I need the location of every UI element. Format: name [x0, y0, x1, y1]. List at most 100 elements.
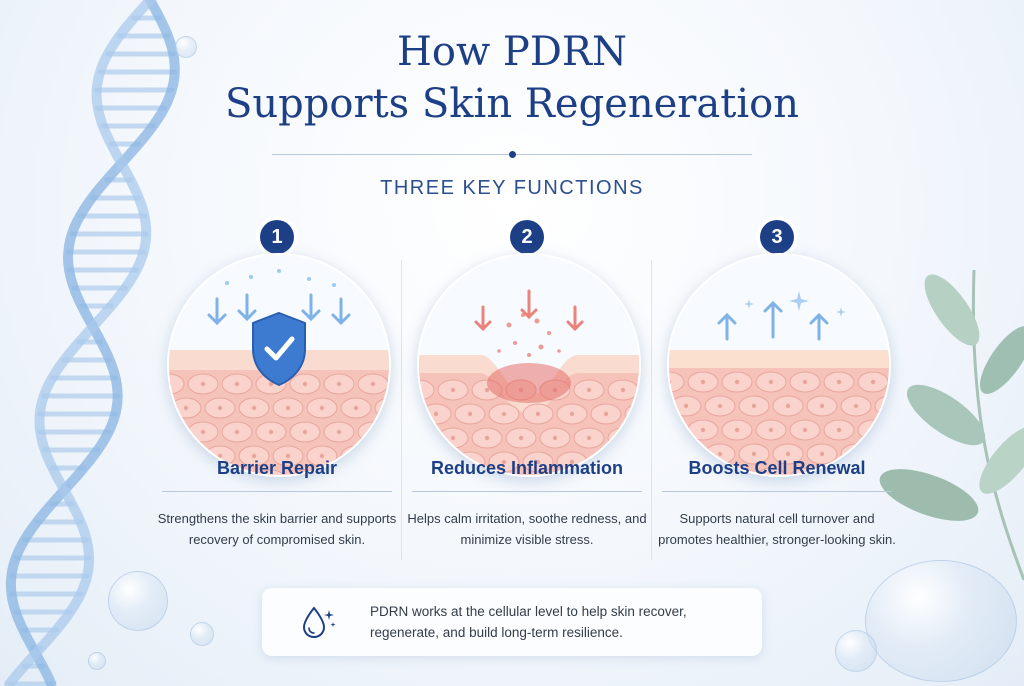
- function-description: Supports natural cell turnover and promo…: [658, 511, 896, 547]
- cell-nucleus: [251, 405, 257, 411]
- cell-nucleus: [853, 403, 859, 409]
- water-bubble: [190, 622, 214, 646]
- skin-cell: [257, 469, 285, 475]
- column-divider: [651, 260, 652, 560]
- cell-nucleus: [819, 451, 825, 457]
- water-bubble: [88, 652, 106, 670]
- cell-nucleus: [620, 435, 626, 441]
- skin-cell: [419, 427, 435, 449]
- cell-nucleus: [450, 387, 456, 393]
- section-subtitle: THREE KEY FUNCTIONS: [380, 177, 644, 199]
- cell-nucleus: [319, 453, 325, 459]
- skin-cell: [169, 421, 185, 443]
- cell-nucleus: [836, 427, 842, 433]
- summary-note-text: PDRN works at the cellular level to help…: [370, 604, 687, 640]
- cell-nucleus: [200, 381, 206, 387]
- cell-nucleus: [302, 381, 308, 387]
- cell-nucleus: [683, 451, 689, 457]
- cell-nucleus: [669, 379, 672, 385]
- cell-nucleus: [620, 387, 626, 393]
- cell-nucleus: [683, 403, 689, 409]
- divider-dot: [509, 151, 516, 158]
- water-bubble: [108, 571, 168, 631]
- cell-nucleus: [268, 429, 274, 435]
- function-title: Reduces Inflammation: [430, 458, 624, 478]
- cell-nucleus: [768, 427, 774, 433]
- cell-renewal-illustration: [667, 253, 891, 477]
- cell-nucleus: [501, 459, 507, 465]
- cell-nucleus: [501, 411, 507, 417]
- skin-cell: [169, 373, 185, 395]
- cell-nucleus: [586, 387, 592, 393]
- cell-nucleus: [217, 453, 223, 459]
- function-title-underline: [662, 491, 892, 492]
- cell-nucleus: [819, 403, 825, 409]
- cell-nucleus: [200, 429, 206, 435]
- function-title-underline: [412, 491, 642, 492]
- page-title: How PDRN Supports Skin Regeneration: [0, 26, 1024, 130]
- cell-nucleus: [785, 403, 791, 409]
- cell-nucleus: [183, 405, 189, 411]
- skin-cell: [857, 419, 889, 441]
- function-title-underline: [162, 491, 392, 492]
- cell-nucleus: [802, 427, 808, 433]
- cell-nucleus: [433, 411, 439, 417]
- skin-cell: [669, 419, 685, 441]
- cell-nucleus: [552, 435, 558, 441]
- cell-nucleus: [569, 459, 575, 465]
- cell-nucleus: [870, 427, 876, 433]
- cell-nucleus: [535, 459, 541, 465]
- skin-cell: [357, 421, 389, 443]
- upward-arrows-icon: [717, 300, 829, 341]
- step-number-badge: 1: [260, 220, 294, 254]
- cell-nucleus: [387, 406, 389, 410]
- cell-nucleus: [785, 451, 791, 457]
- cell-nucleus: [484, 387, 490, 393]
- function-card-reduces-inflammation: 2 Reduces Inflammation Helps calm irrita…: [407, 220, 647, 580]
- skin-cell: [419, 379, 435, 401]
- cell-nucleus: [870, 379, 876, 385]
- cell-nucleus: [285, 405, 291, 411]
- cell-nucleus: [717, 403, 723, 409]
- cell-nucleus: [717, 451, 723, 457]
- cell-nucleus: [853, 451, 859, 457]
- cell-nucleus: [700, 379, 706, 385]
- cell-nucleus: [217, 405, 223, 411]
- summary-note-card: PDRN works at the cellular level to help…: [262, 588, 762, 656]
- cell-nucleus: [535, 411, 541, 417]
- step-number-badge: 3: [760, 220, 794, 254]
- column-divider: [401, 260, 402, 560]
- step-number-badge: 2: [510, 220, 544, 254]
- page-title-line-2: Supports Skin Regeneration: [225, 81, 799, 127]
- cell-nucleus: [370, 429, 376, 435]
- function-title: Barrier Repair: [216, 458, 338, 478]
- cell-nucleus: [586, 435, 592, 441]
- function-description: Strengthens the skin barrier and support…: [157, 511, 397, 547]
- cell-nucleus: [887, 452, 889, 456]
- cell-nucleus: [768, 379, 774, 385]
- function-title: Boosts Cell Renewal: [688, 458, 866, 478]
- cell-nucleus: [603, 411, 609, 417]
- barrier-repair-illustration: [167, 253, 391, 477]
- cell-nucleus: [268, 381, 274, 387]
- cell-nucleus: [836, 379, 842, 385]
- function-description: Helps calm irritation, soothe redness, a…: [407, 511, 647, 547]
- cell-nucleus: [887, 404, 889, 408]
- water-bubble: [835, 630, 877, 672]
- page-title-line-1: How PDRN: [396, 29, 628, 75]
- cell-nucleus: [234, 429, 240, 435]
- skin-cell: [607, 427, 639, 449]
- cell-nucleus: [234, 381, 240, 387]
- function-card-boosts-cell-renewal: 3 Boosts Cell Renewal Supports natural c…: [658, 220, 896, 580]
- cell-nucleus: [518, 435, 524, 441]
- cell-nucleus: [251, 453, 257, 459]
- cell-nucleus: [353, 405, 359, 411]
- function-card-barrier-repair: 1 Barrier Repair Strengthens the skin ba…: [158, 220, 396, 580]
- cell-nucleus: [802, 379, 808, 385]
- cell-nucleus: [669, 427, 672, 433]
- cell-nucleus: [450, 435, 456, 441]
- cell-nucleus: [734, 379, 740, 385]
- cell-nucleus: [467, 411, 473, 417]
- water-drop-sparkle-icon: [302, 606, 336, 639]
- cell-nucleus: [700, 427, 706, 433]
